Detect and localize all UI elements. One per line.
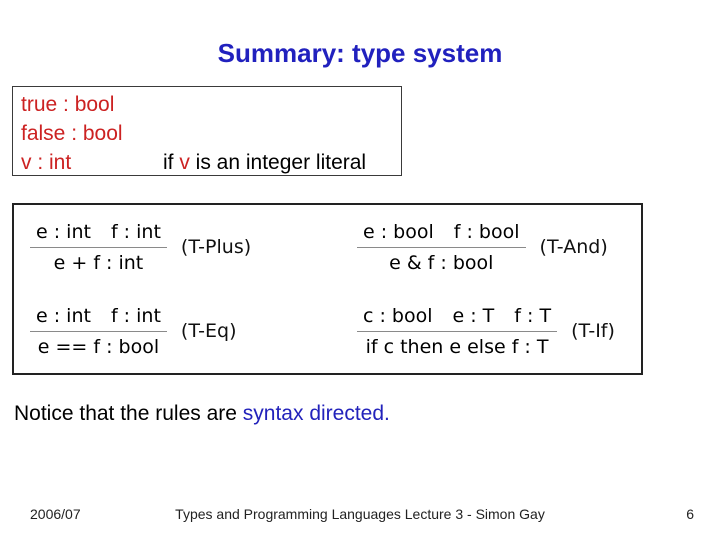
tif-premises: c : bool e : T f : T — [357, 305, 557, 331]
tplus-premise: f : int — [110, 220, 161, 243]
axiom-false: false : bool — [21, 122, 123, 145]
tif-fraction: c : bool e : T f : T if c then e else f … — [357, 305, 558, 358]
tif-premise: e : T — [452, 304, 495, 327]
footer-title: Types and Programming Languages Lecture … — [175, 506, 545, 522]
tif-conclusion: if c then e else f : T — [357, 330, 558, 358]
teq-label: (T-Eq) — [180, 320, 237, 342]
slide-footer: 2006/07 Types and Programming Languages … — [0, 506, 720, 526]
axiom-true: true : bool — [21, 93, 115, 116]
footer-page-number: 6 — [686, 506, 694, 522]
tand-conclusion: e & f : bool — [357, 246, 526, 274]
axiom-int-literal: v : int if v is an integer literal — [21, 148, 393, 177]
teq-fraction: e : int f : int e == f : bool — [30, 305, 167, 358]
rule-tplus: e : int f : int e + f : int (T-Plus) — [14, 205, 349, 289]
axiom-int-judgement: v : int — [21, 151, 72, 174]
teq-premise: e : int — [36, 304, 91, 327]
rule-teq: e : int f : int e == f : bool (T-Eq) — [14, 289, 349, 373]
tand-premise: e : bool — [363, 220, 434, 243]
footer-date: 2006/07 — [30, 506, 81, 522]
tif-premise: f : T — [514, 304, 552, 327]
axiom-int-cond-rest: is an integer literal — [189, 151, 367, 174]
tplus-label: (T-Plus) — [180, 236, 252, 258]
axiom-int-cond-v: v — [179, 151, 190, 174]
tand-premise: f : bool — [453, 220, 520, 243]
teq-premise: f : int — [110, 304, 161, 327]
slide-title: Summary: type system — [217, 38, 503, 68]
premise-box: true : bool false : bool v : int if v is … — [12, 86, 402, 176]
tplus-premises: e : int f : int — [30, 221, 167, 247]
rule-box: e : int f : int e + f : int (T-Plus) e :… — [12, 203, 643, 375]
tplus-premise: e : int — [36, 220, 91, 243]
tand-label: (T-And) — [539, 236, 608, 258]
tplus-fraction: e : int f : int e + f : int — [30, 221, 167, 274]
teq-conclusion: e == f : bool — [30, 330, 167, 358]
rule-tand: e : bool f : bool e & f : bool (T-And) — [349, 205, 641, 289]
tand-fraction: e : bool f : bool e & f : bool — [357, 221, 526, 274]
notice-highlight: syntax directed. — [242, 402, 390, 425]
tand-premises: e : bool f : bool — [357, 221, 526, 247]
notice-prefix: Notice that the rules are — [14, 402, 243, 425]
notice-text: Notice that the rules are syntax directe… — [14, 402, 390, 426]
tif-label: (T-If) — [571, 320, 615, 342]
teq-premises: e : int f : int — [30, 305, 167, 331]
tplus-conclusion: e + f : int — [30, 246, 167, 274]
rule-tif: c : bool e : T f : T if c then e else f … — [349, 289, 641, 373]
axiom-int-cond-if: if — [163, 151, 180, 174]
tif-premise: c : bool — [363, 304, 433, 327]
